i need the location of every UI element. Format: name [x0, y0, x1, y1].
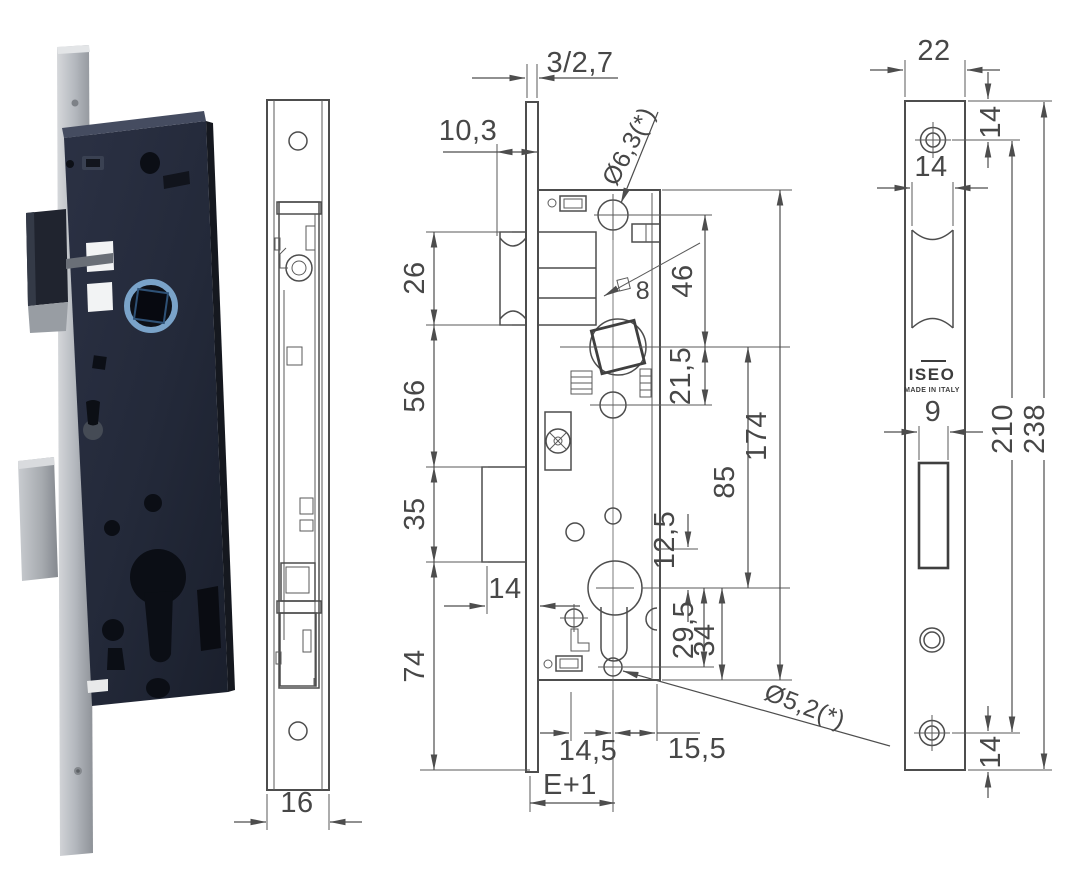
- faceplate-roller-cutout: [911, 229, 954, 329]
- front-deadbolt: [481, 466, 527, 563]
- side-hole-bottom: [288, 721, 308, 741]
- latch-bolt: [26, 209, 68, 333]
- front-spring-stack-right: [639, 368, 652, 398]
- front-case-outline: [537, 189, 661, 681]
- dim-14-roller-label: 14: [914, 151, 947, 183]
- dim-16-label: 16: [280, 787, 313, 819]
- cylinder-hole: [130, 549, 186, 663]
- front-hole-small-center: [604, 507, 622, 525]
- dim-35-label: 35: [399, 497, 431, 530]
- front-cylinder-hole: [587, 560, 643, 662]
- dim-14-throw-label: 14: [488, 573, 521, 605]
- dim-29-5-label: 29,5: [668, 601, 700, 659]
- front-view: Ø6,3(*) 8: [399, 47, 891, 812]
- dim-10-3-label: 10,3: [439, 115, 497, 147]
- dim-46-label: 46: [667, 264, 699, 297]
- dim-8-label: 8: [636, 277, 650, 305]
- front-adjust-screw: [544, 411, 572, 471]
- faceplate-view: ISEO MADE IN ITALY 22 14 14 9: [870, 35, 1052, 798]
- side-roller: [285, 254, 313, 282]
- side-view: 16: [234, 99, 362, 830]
- body-hole-top: [140, 152, 160, 174]
- dim-56-label: 56: [399, 379, 431, 412]
- body-edge-notch: [197, 586, 221, 651]
- faceplate-outline: [904, 100, 966, 771]
- deadbolt: [18, 457, 58, 581]
- body-square-hole: [92, 355, 107, 370]
- front-faceplate-strip: [525, 101, 539, 773]
- side-mechanism: [274, 201, 322, 689]
- spindle-hole: [124, 279, 178, 333]
- dim-12-5-label: 12,5: [649, 511, 681, 569]
- side-detail-mid: [286, 346, 303, 366]
- dim-34-label: 34: [689, 623, 721, 656]
- body-screw: [83, 420, 103, 440]
- dim-14-bottom-label: 14: [975, 735, 1007, 768]
- faceplate-bolt-slot: [917, 461, 950, 570]
- front-hole-small-left: [565, 522, 585, 542]
- side-plate-outline: [266, 99, 330, 791]
- dim-14-5-label: 14,5: [559, 735, 617, 767]
- made-in-label: MADE IN ITALY: [904, 387, 960, 394]
- dim-14-top-label: 14: [975, 105, 1007, 138]
- plate-screw-hole-top: [71, 99, 79, 107]
- dim-dia52-label: Ø5,2(*): [761, 678, 850, 734]
- brand-logo: ISEO: [909, 365, 956, 384]
- front-edge-notch: [645, 607, 658, 631]
- faceplate-screw-top: [915, 122, 951, 158]
- body-pill-window: [87, 679, 108, 693]
- dim-238-label: 238: [1019, 404, 1051, 454]
- dim-plate-thickness-label: 3/2,7: [547, 47, 614, 79]
- dim-22-label: 22: [917, 35, 950, 67]
- dim-21-5-label: 21,5: [665, 347, 697, 405]
- body-hole-mid-left: [104, 520, 120, 536]
- dim-210-label: 210: [987, 404, 1019, 454]
- dim-15-5-label: 15,5: [668, 733, 726, 765]
- body-slot-top-right: [163, 171, 190, 189]
- body-hole-bottom: [146, 678, 170, 698]
- dim-174-label: 174: [741, 411, 773, 461]
- body-keyhole-slot: [107, 648, 125, 670]
- front-spring-stack-left: [570, 370, 593, 395]
- body-hole-small: [66, 160, 74, 168]
- front-roller-latch: [499, 231, 597, 326]
- body-hole-lower: [102, 619, 124, 641]
- faceplate-screw-bottom: [914, 715, 950, 751]
- side-bottom-unit: [279, 612, 317, 687]
- front-hook-detail: [570, 628, 590, 652]
- dim-9-label: 9: [925, 396, 942, 428]
- dim-26-label: 26: [399, 261, 431, 294]
- faceplate-hole-lower: [919, 627, 945, 653]
- side-hole-top: [288, 131, 308, 151]
- latch-window-bottom: [87, 282, 113, 312]
- lock-body: [62, 111, 235, 706]
- dim-85-label: 85: [709, 465, 741, 498]
- dim-e1-label: E+1: [543, 769, 597, 801]
- lock-photo: [18, 45, 235, 856]
- latch-pin: [66, 253, 113, 269]
- dim-dia63-label: Ø6,3(*): [597, 103, 661, 190]
- dim-74-label: 74: [399, 649, 431, 682]
- body-hole-mid-right: [144, 494, 162, 512]
